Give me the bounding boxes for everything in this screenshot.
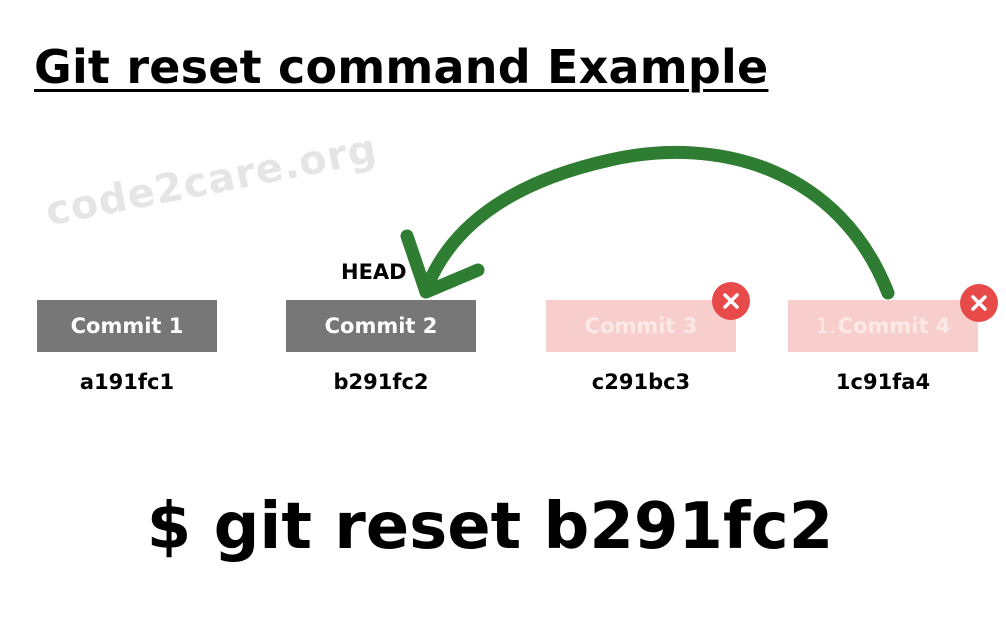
close-circle-icon xyxy=(960,284,998,322)
commit-label-4: Commit 4 xyxy=(837,314,951,338)
head-label: HEAD xyxy=(341,260,407,284)
commit-prefix-4: 1. xyxy=(815,314,836,338)
commit-box-2: Commit 2 xyxy=(286,300,476,352)
commit-label-3: Commit 3 xyxy=(584,314,698,338)
commit-box-4: 1. Commit 4 xyxy=(788,300,978,352)
commit-hash-2: b291fc2 xyxy=(333,370,429,394)
commit-label-2: Commit 2 xyxy=(324,314,438,338)
reset-arrow-head xyxy=(400,229,485,299)
commit-box-1: Commit 1 xyxy=(37,300,217,352)
git-command: $ git reset b291fc2 xyxy=(146,490,834,564)
commit-label-1: Commit 1 xyxy=(70,314,184,338)
commit-hash-3: c291bc3 xyxy=(591,370,691,394)
reset-arrow-path xyxy=(421,145,895,300)
commit-hash-1: a191fc1 xyxy=(79,370,175,394)
commit-hash-4: 1c91fa4 xyxy=(835,370,931,394)
close-circle-icon xyxy=(712,282,750,320)
diagram-title: Git reset command Example xyxy=(34,40,769,94)
commit-box-3: Commit 3 xyxy=(546,300,736,352)
